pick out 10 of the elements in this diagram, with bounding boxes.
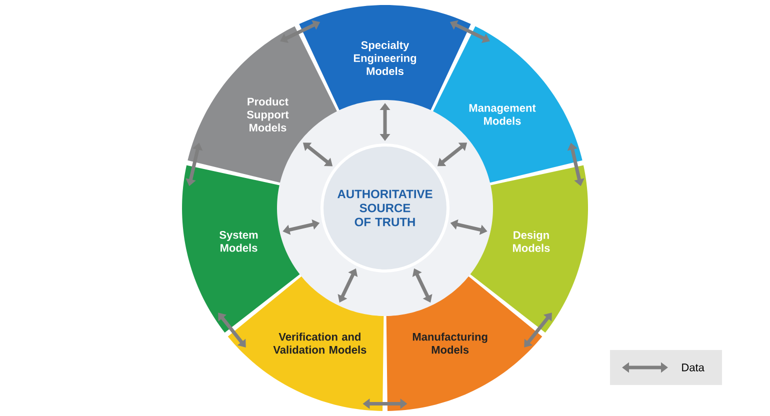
model-segment: Design Models [470, 165, 588, 333]
model-segment: Specialty Engineering Models [299, 5, 471, 110]
model-segment: Manufacturing Models [386, 276, 542, 411]
legend-text: Data [682, 364, 704, 372]
double-arrow [524, 312, 552, 348]
model-segment: System Models [182, 165, 300, 333]
model-segment: Management Models [433, 26, 582, 183]
double-arrow [218, 312, 246, 348]
model-segment: Product Support Models [188, 26, 337, 183]
model-segment: Verification and Validation Models [228, 276, 384, 411]
